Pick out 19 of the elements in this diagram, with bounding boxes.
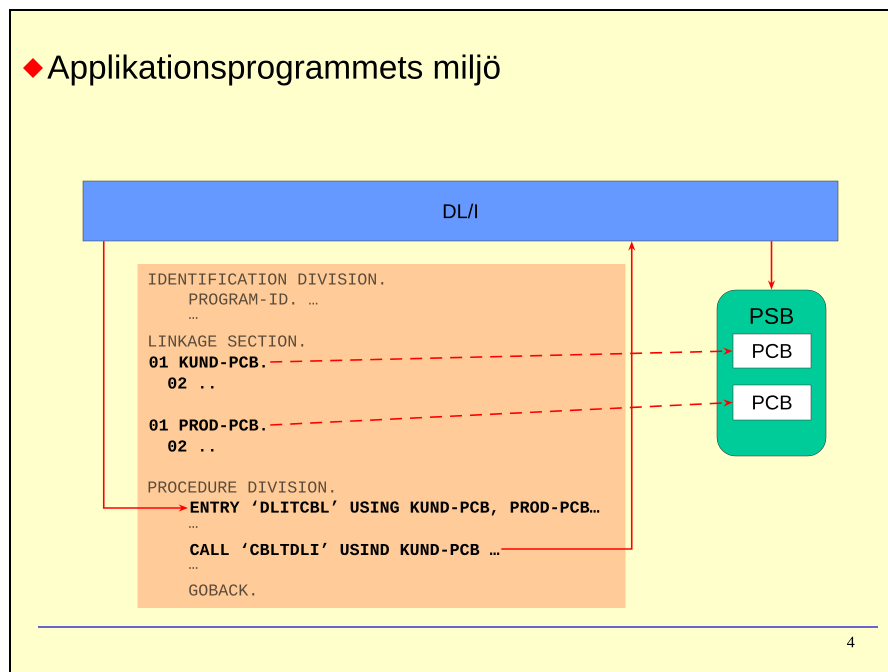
pcb-box: PCB	[732, 384, 812, 420]
code-line: 01 PROD-PCB.	[150, 419, 265, 431]
code-line: …	[189, 567, 198, 569]
code-line: PROCEDURE DIVISION.	[148, 481, 334, 493]
pcb-box: PCB	[732, 334, 812, 368]
code-line: ENTRY ‘DLITCBL’ USING KUND-PCB, PROD-PCB…	[190, 500, 600, 516]
code-line: 01 KUND-PCB.	[150, 356, 265, 368]
title: Applikationsprogrammets miljö	[47, 54, 500, 86]
dli-bar: DL/I	[82, 180, 838, 242]
code-line: …	[189, 526, 198, 528]
code-line: PROGRAM-ID. …	[190, 293, 318, 305]
code-line: 02 ..	[168, 440, 214, 452]
code-line: …	[189, 317, 198, 319]
code-line: 02 ..	[168, 377, 214, 389]
code-line: IDENTIFICATION DIVISION.	[148, 273, 384, 285]
code-line: LINKAGE SECTION.	[149, 335, 304, 347]
code-line: GOBACK.	[189, 584, 254, 596]
page-number: 4	[847, 636, 854, 648]
code-line: CALL ‘CBLTDLI’ USIND KUND-PCB …	[190, 542, 500, 556]
